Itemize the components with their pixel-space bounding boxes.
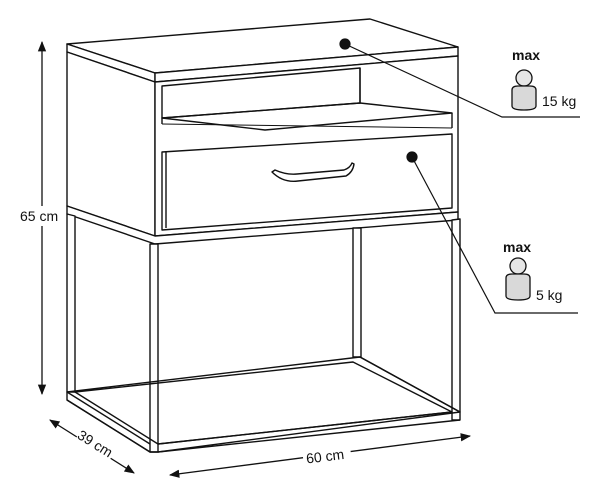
load-indicators: [339, 38, 580, 314]
upper-weight-label: 15 kg: [542, 93, 576, 109]
lower-max-label: max: [503, 239, 531, 255]
weight-icon: [511, 69, 537, 111]
width-label: 60 cm: [305, 446, 345, 467]
height-label: 65 cm: [20, 208, 58, 224]
drawer: [161, 123, 453, 231]
lower-weight-label: 5 kg: [536, 287, 562, 303]
metal-frame: [66, 213, 461, 453]
nightstand: [66, 18, 461, 453]
table-top: [66, 18, 459, 83]
upper-leader-line: [344, 43, 580, 118]
upper-max-label: max: [512, 47, 540, 63]
lower-leader-line: [411, 156, 578, 314]
drawer-handle: [271, 162, 355, 182]
weight-icon: [505, 257, 531, 301]
